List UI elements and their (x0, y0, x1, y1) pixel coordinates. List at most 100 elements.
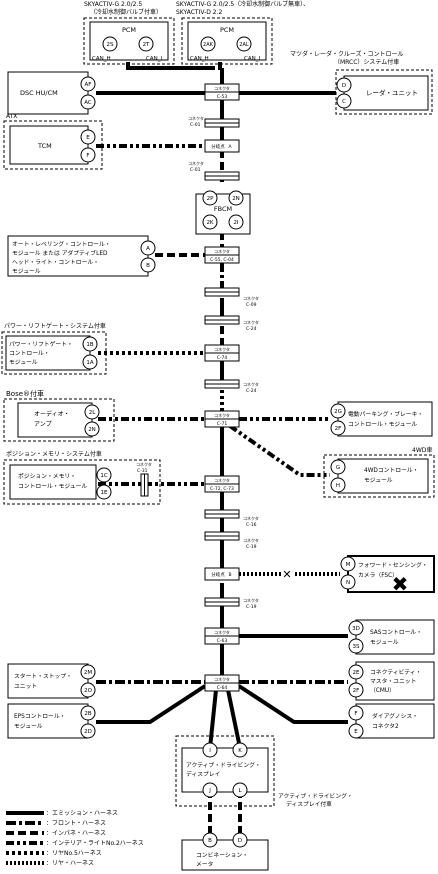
audio-option-frame (3, 398, 115, 442)
fsc-label: フォワード・センシング・ (358, 561, 428, 569)
ads-option-frame (175, 735, 275, 807)
dsc-pin (80, 76, 96, 92)
liftgate-pin-label: 1A (86, 360, 93, 366)
leveling-pin-label: A (146, 246, 150, 252)
dsc-pin-label: AC (84, 100, 92, 106)
liftgate-label: モジュール (9, 359, 38, 366)
connector-label: コネクタ (214, 629, 230, 635)
pcm1-pin (138, 36, 154, 52)
tcm-pin (80, 147, 96, 163)
pcm2-can-h: CAN_H (190, 56, 209, 62)
connector-label: コネクタ (214, 477, 230, 483)
audio-pin (84, 421, 100, 437)
ads-pin-label: I (209, 748, 211, 754)
ads-note: ディスプレイ付車 (286, 800, 332, 808)
fourwd-box (337, 458, 429, 494)
connector-id: C-72, C-73 (210, 486, 234, 492)
cmu-pin-label: 2E (353, 670, 360, 676)
ads-pin-label: K (238, 748, 242, 754)
legend-label: ：フロント・ハーネス (46, 820, 106, 827)
liftgate-pin (82, 354, 98, 370)
connector-id: C-63 (217, 638, 228, 644)
dlc-pin-label: F (354, 711, 357, 717)
connector-label: コネクタ (214, 412, 230, 418)
dlc-pin (348, 705, 364, 721)
startstop-label: スタート・ストップ・ (14, 672, 72, 680)
ads-wire (226, 689, 242, 749)
radar-name: レーダ・ユニット (366, 88, 418, 97)
eps-pin (80, 705, 96, 721)
memory-label: コントロール・モジュール (18, 483, 87, 490)
connector-label: コネクタ (188, 115, 204, 121)
fsc-label: カメラ（FSC） (358, 572, 398, 579)
pcm1-title: SKYACTIV-G 2.0/2.5 (84, 1, 142, 8)
dlc-pin (348, 723, 364, 739)
combi-label: メータ (196, 860, 214, 868)
connector-id: C-71 (217, 421, 228, 427)
connector-id: C-64 (217, 685, 228, 691)
connector-label: コネクタ (243, 295, 259, 301)
eps-pin (80, 723, 96, 739)
fsc-failure-icon: ✖ (392, 572, 409, 596)
ads-pin (232, 782, 248, 798)
eps-wire (96, 684, 207, 724)
sas-pin-label: 3S (353, 644, 360, 650)
epb-pin-label: 2F (335, 426, 342, 432)
dlc-wire (237, 684, 348, 724)
memory-connector-label: コネクタ (136, 461, 152, 467)
fsc-box (347, 555, 435, 593)
radar-pin (336, 93, 352, 109)
connector-label: コネクタ (214, 248, 230, 254)
pcm2-can-l: CAN_L (244, 56, 262, 62)
eps-label: EPSコントロール・ (14, 713, 65, 720)
pcm1-can-h: CAN_H (92, 56, 111, 62)
tcm-title: ATX (6, 113, 17, 120)
fsc-open-mask (281, 566, 293, 580)
connector-label: コネクタ (243, 537, 259, 543)
pcm2-box (187, 21, 267, 61)
pcm1-name: PCM (122, 26, 136, 34)
audio-label: アンプ (34, 421, 52, 428)
fourwd-pin (330, 477, 346, 493)
pcm1-pin-label: 2T (143, 42, 150, 48)
sas-box (355, 619, 435, 655)
junction-label: 分岐点 (211, 143, 225, 150)
combi-label: コンビネーション・ (196, 851, 248, 859)
legend-label: ：インパネ・ハーネス (46, 830, 106, 837)
dlc-label: ダイアグノシス・ (372, 712, 418, 720)
liftgate-label: コントロール・ (9, 350, 50, 357)
dlc-pin-label: E (354, 729, 358, 735)
dlc-box (355, 703, 435, 739)
audio-label: オーディオ・ (34, 410, 70, 418)
sas-pin-label: 3D (352, 626, 360, 632)
connector-label: コネクタ (214, 676, 230, 682)
connector-id: C-01 (190, 122, 201, 128)
fourwd-title: 4WD車 (412, 446, 432, 454)
epb-label: 電動パーキング・ブレーキ・ (348, 410, 423, 418)
leveling-label: モジュール または アダプティブLED (12, 249, 108, 257)
connector-label: コネクタ (243, 597, 259, 603)
audio-pin-label: 2L (89, 410, 96, 416)
fourwd-option-frame (323, 454, 435, 498)
cmu-box (355, 661, 435, 701)
open-circuit-icon: ✕ (282, 568, 291, 581)
connector-label: コネクタ (214, 85, 230, 91)
ads-pin (232, 742, 248, 758)
connector-id: C-16 (246, 522, 257, 528)
combi-pin (232, 832, 248, 848)
ads-box (181, 747, 269, 793)
epb-label: コントロール・モジュール (348, 421, 417, 428)
junction-label: 分岐点 (211, 571, 225, 578)
pcm2-subtitle: SKYACTIV-D 2.2 (176, 9, 223, 16)
junction-id: B (228, 572, 231, 578)
radar-subtitle: （MRCC）システム付車 (334, 58, 399, 66)
dsc-name: DSC HU/CM (20, 89, 58, 97)
pcm1-pin (102, 36, 118, 52)
cmu-label: （CMU） (370, 687, 395, 694)
legend-label: ：リヤNo.5ハーネス (46, 850, 102, 857)
cmu-label: コネクティビティ・ (370, 668, 421, 676)
junction-a (204, 139, 240, 153)
combi-box (181, 839, 269, 871)
fourwd-pin-label: H (336, 483, 340, 489)
legend-label: ：インテリア・ライトNo.2ハーネス (46, 840, 144, 847)
